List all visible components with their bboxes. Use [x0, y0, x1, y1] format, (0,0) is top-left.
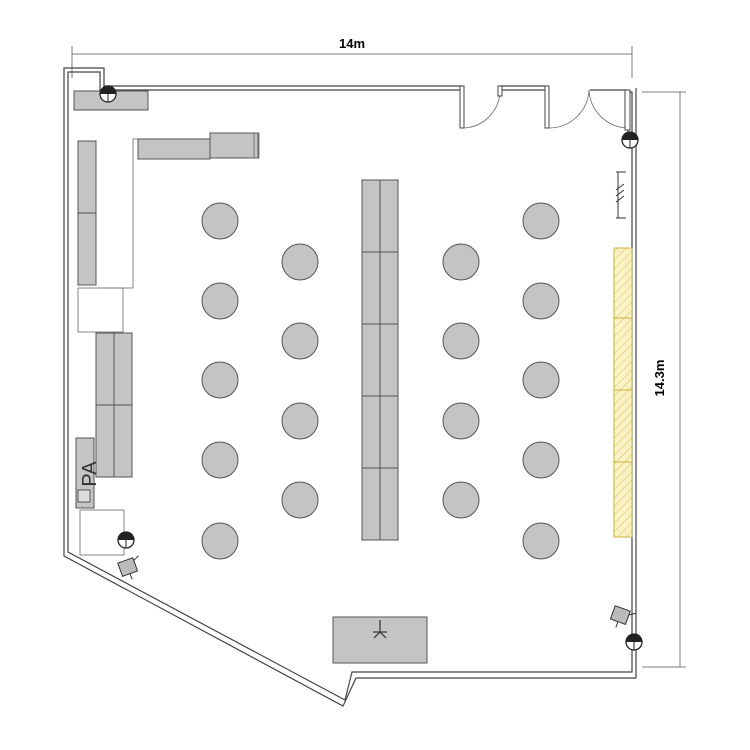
round-table	[522, 522, 560, 560]
counter-box	[209, 132, 259, 159]
light-icon	[99, 85, 117, 103]
width-label: 14m	[339, 36, 365, 51]
round-table	[281, 481, 319, 519]
round-table	[522, 202, 560, 240]
wall-rack-icon	[615, 171, 626, 219]
round-table	[442, 243, 480, 281]
microphone-stand-icon	[373, 620, 387, 639]
round-table	[201, 282, 239, 320]
long-table	[361, 179, 399, 541]
round-table	[281, 243, 319, 281]
stage-strip	[613, 247, 633, 538]
round-table	[281, 402, 319, 440]
side-counter-lower	[77, 212, 97, 286]
pa-label: PA	[79, 461, 101, 487]
light-icon	[625, 633, 643, 651]
left-block-d	[113, 404, 133, 478]
entrance-doors	[459, 85, 631, 131]
speaker-icon	[609, 605, 637, 628]
round-table	[201, 441, 239, 479]
round-table	[522, 282, 560, 320]
side-counter-upper	[77, 140, 97, 214]
room-walls	[63, 67, 637, 707]
height-dimension: 14.3m	[642, 91, 686, 668]
round-table	[201, 361, 239, 399]
round-table	[522, 361, 560, 399]
left-counters	[73, 90, 260, 478]
podium	[332, 616, 428, 664]
upper-counter	[137, 138, 211, 160]
width-dimension: 14m	[71, 36, 633, 78]
light-icon	[117, 531, 135, 549]
left-block-b	[113, 332, 133, 406]
speaker-icon	[117, 555, 139, 580]
height-label: 14.3m	[652, 360, 667, 397]
left-block-a	[95, 332, 115, 406]
round-table	[522, 441, 560, 479]
round-table	[442, 402, 480, 440]
light-icon	[621, 131, 639, 149]
round-table	[442, 322, 480, 360]
round-table	[281, 322, 319, 360]
round-tables	[201, 202, 560, 560]
round-table	[201, 202, 239, 240]
pa-equipment: PA	[75, 437, 125, 556]
round-table	[442, 481, 480, 519]
round-table	[201, 522, 239, 560]
